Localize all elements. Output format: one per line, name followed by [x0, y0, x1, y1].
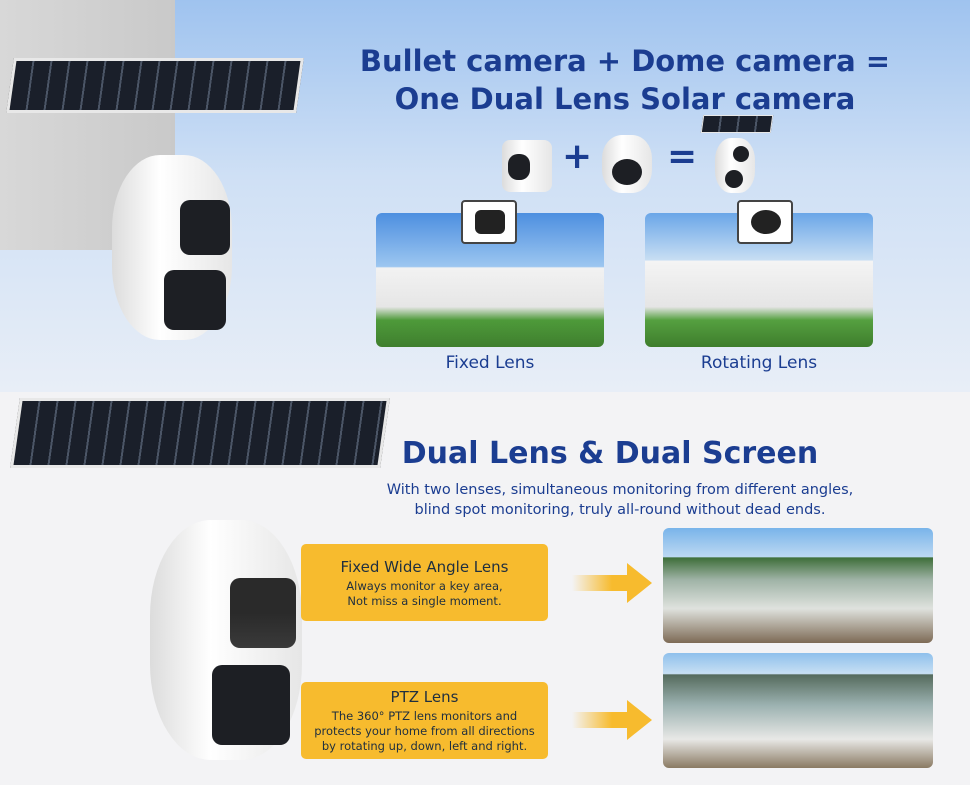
feature-text: protects your home from all directions	[314, 724, 535, 738]
dual-camera-image	[715, 138, 755, 193]
feature-text: Not miss a single moment.	[347, 594, 502, 608]
feature-title: PTZ Lens	[390, 688, 459, 706]
rotating-lens-caption: Rotating Lens	[700, 353, 818, 373]
top-section: Bullet camera + Dome camera = One Dual L…	[0, 0, 970, 392]
feature-box-ptz: PTZ Lens The 360° PTZ lens monitors and …	[301, 682, 548, 759]
mini-solar-panel	[700, 115, 774, 133]
subtitle-line-1: With two lenses, simultaneous monitoring…	[386, 482, 854, 498]
title-line-1: Bullet camera + Dome camera =	[359, 44, 891, 78]
camera-image	[150, 520, 302, 760]
fixed-lens-caption: Fixed Lens	[445, 353, 535, 373]
wide-angle-house-photo	[663, 528, 933, 643]
feature-text: Always monitor a key area,	[346, 579, 503, 593]
bullet-camera-image	[502, 140, 552, 192]
feature-text: by rotating up, down, left and right.	[321, 739, 528, 753]
dome-camera-image	[602, 135, 652, 193]
rotating-lens-thumbnail	[737, 200, 793, 244]
feature-title: Fixed Wide Angle Lens	[340, 558, 509, 576]
plus-sign: +	[562, 136, 593, 177]
top-title: Bullet camera + Dome camera = One Dual L…	[330, 42, 920, 118]
fixed-lens-thumbnail	[461, 200, 517, 244]
title-line-2: One Dual Lens Solar camera	[394, 82, 856, 116]
camera-image	[112, 155, 232, 340]
bottom-title: Dual Lens & Dual Screen	[401, 436, 819, 471]
arrow-right-icon	[572, 563, 652, 603]
equals-sign: =	[667, 136, 698, 177]
feature-box-fixed-wide-angle: Fixed Wide Angle Lens Always monitor a k…	[301, 544, 548, 621]
subtitle-line-2: blind spot monitoring, truly all-round w…	[414, 502, 826, 518]
solar-panel-image	[6, 58, 304, 113]
solar-panel-image	[10, 398, 390, 468]
feature-text: The 360° PTZ lens monitors and	[331, 709, 518, 723]
ptz-house-photo	[663, 653, 933, 768]
arrow-right-icon	[572, 700, 652, 740]
bottom-subtitle: With two lenses, simultaneous monitoring…	[330, 480, 910, 520]
